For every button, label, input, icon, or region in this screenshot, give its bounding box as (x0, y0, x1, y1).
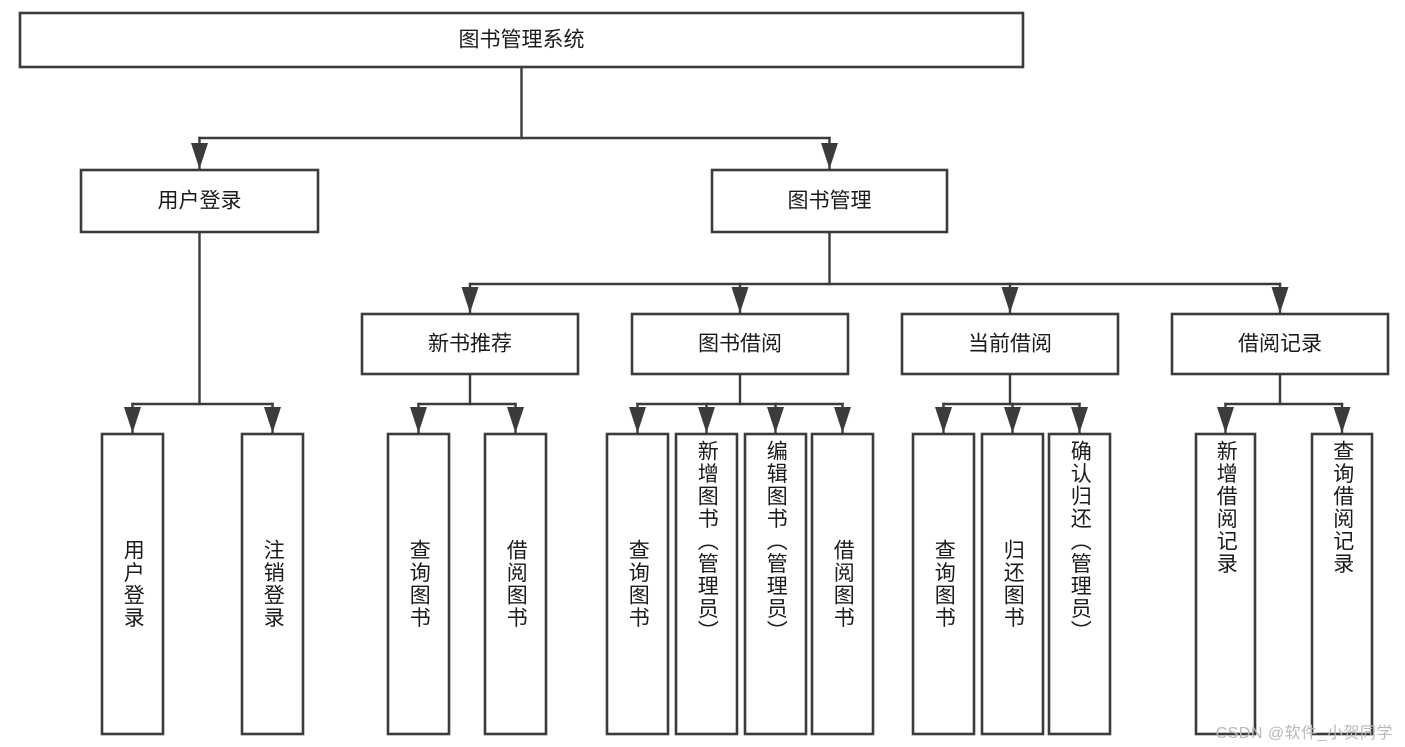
node-leaf-1[interactable] (240, 432, 305, 736)
node-level3-3[interactable] (1170, 312, 1390, 376)
connector-lines (131, 65, 1344, 435)
node-leaf-6[interactable] (743, 432, 808, 736)
node-label-level3-1: 图书借阅 (698, 333, 782, 356)
node-leaf-3[interactable] (483, 432, 548, 736)
node-level2-0[interactable] (79, 168, 320, 234)
node-label-root: 图书管理系统 (459, 29, 585, 52)
node-leaf-5[interactable] (674, 432, 739, 736)
node-leaf-0[interactable] (100, 432, 165, 736)
arrow-head-icon (629, 407, 646, 433)
arrow-head-icon (410, 407, 427, 433)
node-leaf-12[interactable] (1310, 432, 1374, 736)
arrow-head-icon (1004, 407, 1021, 433)
arrow-head-icon (1071, 407, 1088, 433)
node-leaf-4[interactable] (605, 432, 670, 736)
arrow-head-icon (1217, 407, 1234, 433)
arrow-head-icon (461, 287, 479, 313)
node-level3-2[interactable] (900, 312, 1120, 376)
node-leaf-2[interactable] (386, 432, 451, 736)
node-label-level2-1: 图书管理 (788, 190, 872, 213)
arrow-heads (124, 143, 1351, 433)
node-level3-0[interactable] (360, 312, 580, 376)
node-leaf-9[interactable] (980, 432, 1045, 736)
arrow-head-icon (264, 407, 281, 433)
arrow-head-icon (698, 407, 715, 433)
arrow-head-icon (731, 287, 749, 313)
arrow-head-icon (821, 143, 838, 169)
arrow-head-icon (191, 143, 208, 169)
node-boxes (18, 11, 1390, 736)
node-leaf-11[interactable] (1194, 432, 1257, 736)
arrow-head-icon (507, 407, 524, 433)
arrow-head-icon (935, 407, 952, 433)
node-label-level2-0: 用户登录 (158, 190, 242, 213)
node-level3-1[interactable] (630, 312, 850, 376)
arrow-head-icon (1271, 287, 1289, 313)
node-leaf-8[interactable] (911, 432, 976, 736)
node-level2-1[interactable] (710, 168, 949, 234)
node-label-level3-2: 当前借阅 (968, 333, 1052, 356)
arrow-head-icon (1333, 407, 1351, 433)
arrow-head-icon (1001, 287, 1019, 313)
csdn-watermark: CSDN @软件_小贺同学 (1215, 725, 1393, 742)
node-label-level3-3: 借阅记录 (1238, 333, 1322, 356)
arrow-head-icon (834, 407, 851, 433)
arrow-head-icon (767, 407, 784, 433)
arrow-head-icon (124, 407, 141, 433)
node-label-level3-0: 新书推荐 (428, 333, 512, 356)
node-leaf-7[interactable] (810, 432, 875, 736)
node-leaf-10[interactable] (1047, 432, 1112, 736)
node-root-图书管理系统[interactable] (18, 11, 1025, 69)
